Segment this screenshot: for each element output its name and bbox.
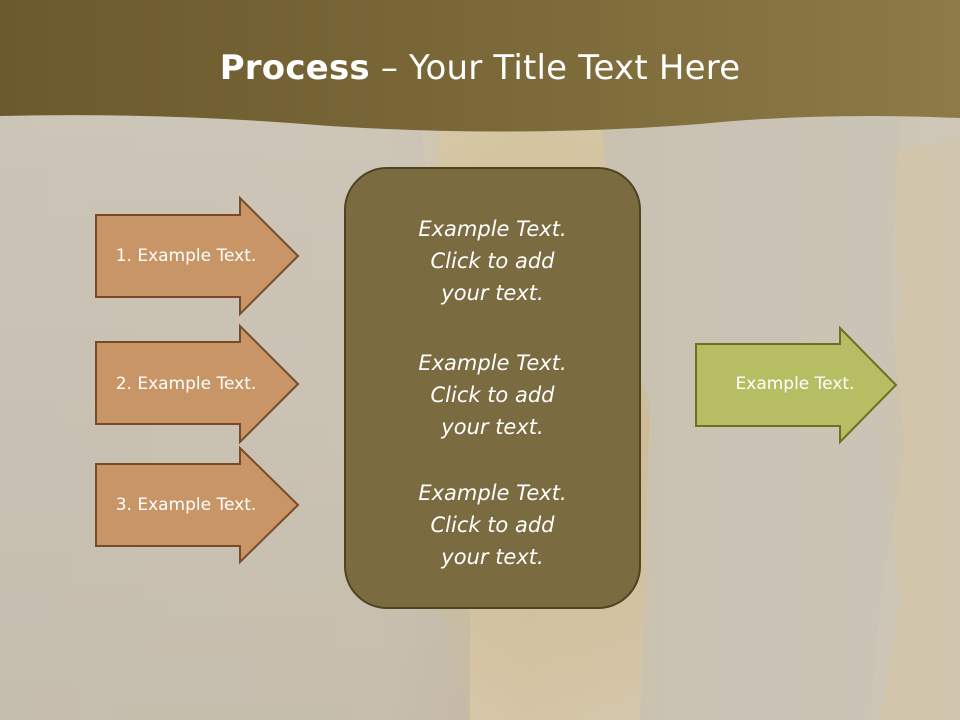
left-arrow-2-shape[interactable]: [95, 323, 300, 445]
center-block-1-line-3: your text.: [441, 281, 544, 305]
center-text-block-2: Example Text. Click to add your text.: [345, 347, 640, 443]
left-arrow-2-label: 2. Example Text.: [115, 374, 257, 394]
left-arrow-1-shape[interactable]: [95, 195, 300, 317]
center-block-1-line-1: Example Text.: [418, 217, 567, 241]
left-arrow-3-shape[interactable]: [95, 445, 300, 565]
left-arrow-3-label: 3. Example Text.: [115, 495, 257, 515]
center-block-2-line-3: your text.: [441, 415, 544, 439]
center-block-3-line-3: your text.: [441, 545, 544, 569]
left-arrow-1-label: 1. Example Text.: [115, 246, 257, 266]
center-text-block-1: Example Text. Click to add your text.: [345, 213, 640, 309]
right-arrow-shape[interactable]: [695, 325, 898, 445]
center-block-2-line-2: Click to add: [430, 383, 555, 407]
center-box-shape[interactable]: [344, 167, 641, 609]
center-block-3-line-2: Click to add: [430, 513, 555, 537]
center-text-block-3: Example Text. Click to add your text.: [345, 477, 640, 573]
title-bold-part: Process: [219, 48, 370, 88]
center-block-3-line-1: Example Text.: [418, 481, 567, 505]
center-block-1-line-2: Click to add: [430, 249, 555, 273]
right-arrow-label: Example Text.: [735, 374, 855, 394]
slide-title: Process – Your Title Text Here: [0, 48, 960, 88]
title-rest-part: – Your Title Text Here: [369, 48, 741, 88]
center-block-2-line-1: Example Text.: [418, 351, 567, 375]
